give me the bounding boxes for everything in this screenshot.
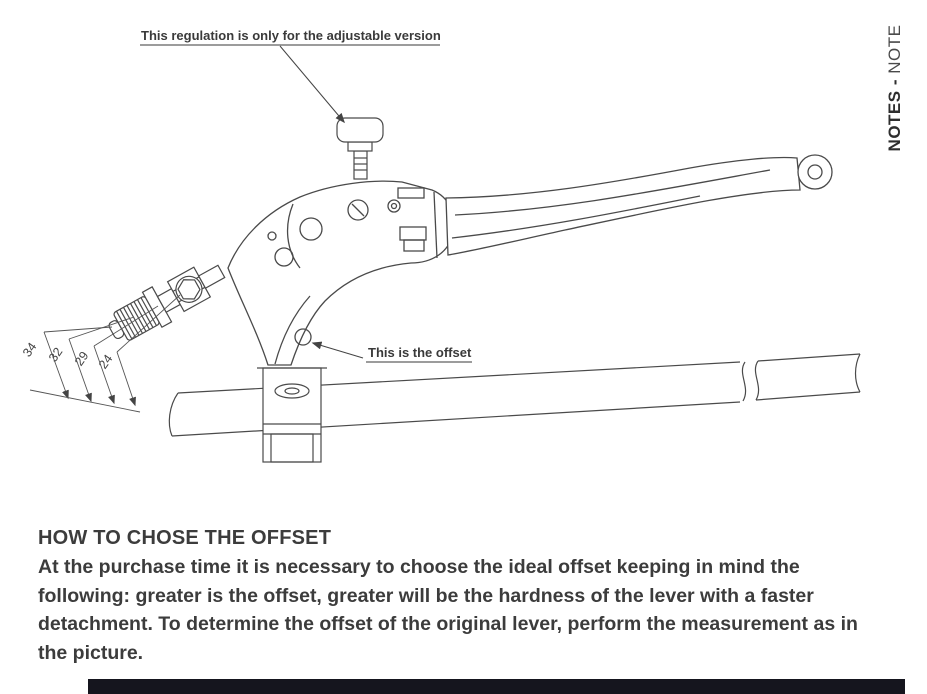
dimension-label-34: 34 [20, 340, 39, 359]
lever-diagram: 34 32 29 24 This regulation is only for … [20, 28, 861, 463]
regulation-annotation: This regulation is only for the adjustab… [140, 28, 441, 124]
dimension-label-24: 24 [96, 352, 115, 371]
side-label-secondary: NOTE [885, 24, 904, 74]
span-adjuster [108, 264, 226, 341]
bar-clamp [257, 367, 327, 463]
regulation-leader-line [279, 45, 345, 124]
side-label: NOTES - NOTE [885, 8, 905, 168]
bottom-bar [88, 679, 905, 694]
dimension-lines [29, 294, 181, 413]
dimension-label-29: 29 [72, 349, 91, 368]
instructions-section: HOW TO CHOSE THE OFFSET At the purchase … [38, 527, 886, 667]
lever-body [227, 180, 455, 366]
offset-note-text: This is the offset [368, 345, 472, 360]
lever-blade [433, 154, 833, 259]
offset-annotation: This is the offset [311, 341, 472, 363]
offset-hole [294, 328, 312, 346]
offset-leader-line [311, 341, 364, 359]
section-heading: HOW TO CHOSE THE OFFSET [38, 527, 332, 549]
side-label-primary: NOTES - [885, 73, 904, 152]
adjuster-knob [336, 117, 384, 180]
dimension-label-32: 32 [46, 345, 65, 364]
section-body-text: At the purchase time it is necessary to … [38, 556, 858, 664]
regulation-note-text: This regulation is only for the adjustab… [141, 28, 441, 43]
